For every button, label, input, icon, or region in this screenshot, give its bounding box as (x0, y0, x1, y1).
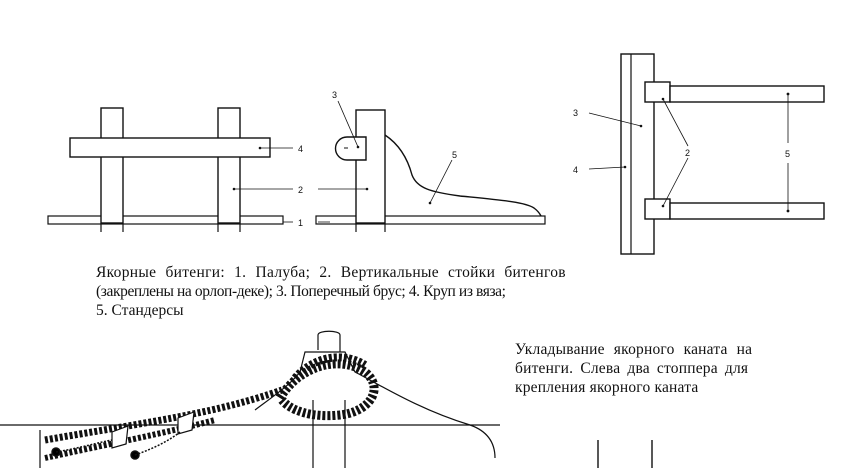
standard-bottom (669, 202, 825, 220)
caption-rope-laying: Укладывание якорного каната на битенги. … (515, 340, 790, 397)
label-3-top: 3 (573, 108, 578, 118)
label-4: 4 (298, 144, 303, 154)
rope-coil-2 (291, 353, 368, 381)
leader-5 (429, 159, 453, 204)
label-5-top: 5 (785, 149, 790, 159)
caption-top-line-3: 5. Стандерсы (96, 302, 184, 319)
leader-3 (337, 100, 359, 148)
leader-3-top (588, 112, 642, 127)
rope-illustration (0, 330, 653, 468)
leader-2b (662, 157, 689, 207)
stopper-2 (177, 411, 195, 435)
label-4-top: 4 (573, 165, 578, 175)
label-2-top: 2 (685, 148, 690, 158)
caption-top-line-1: Якорные битенги: 1. Палуба; 2. Вертикаль… (96, 264, 566, 281)
rope-upper (44, 417, 216, 461)
post-outline (317, 330, 341, 352)
stopper-1 (111, 425, 129, 449)
rope-lower (44, 386, 284, 444)
standard-knee (384, 134, 542, 217)
chock (334, 136, 367, 161)
caption-top-line-2: (закреплены на орлоп-деке); 3. Поперечны… (96, 283, 506, 300)
top-view: 3 4 2 5 (573, 53, 825, 255)
standard-top (669, 85, 825, 103)
caption-bitts-legend: Якорные битенги: 1. Палуба; 2. Вертикаль… (96, 263, 696, 320)
label-5: 5 (452, 150, 457, 160)
bitt-post-left (100, 107, 124, 224)
caption-right-line-3: крепления якорного каната (515, 379, 699, 396)
deck-hatch (47, 215, 284, 225)
crossbar (69, 137, 271, 158)
front-view: 4 2 1 (47, 107, 303, 232)
bitt-post-right (217, 107, 241, 224)
leader-2a (662, 98, 689, 147)
post-head-bottom (644, 198, 671, 220)
label-1: 1 (298, 218, 303, 228)
side-post (355, 109, 386, 224)
label-2: 2 (298, 185, 303, 195)
caption-right-line-2: битенги. Слева два стоппера для (515, 360, 749, 377)
label-3: 3 (332, 90, 337, 100)
caption-right-line-1: Укладывание якорного каната на (515, 341, 753, 358)
deck-hatch-side (315, 215, 546, 225)
bitt-silhouette (254, 351, 496, 459)
side-view: 3 5 (315, 90, 546, 232)
post-head-top (644, 81, 671, 103)
leader-4-top (588, 166, 626, 170)
rope-coil-1 (276, 359, 379, 421)
